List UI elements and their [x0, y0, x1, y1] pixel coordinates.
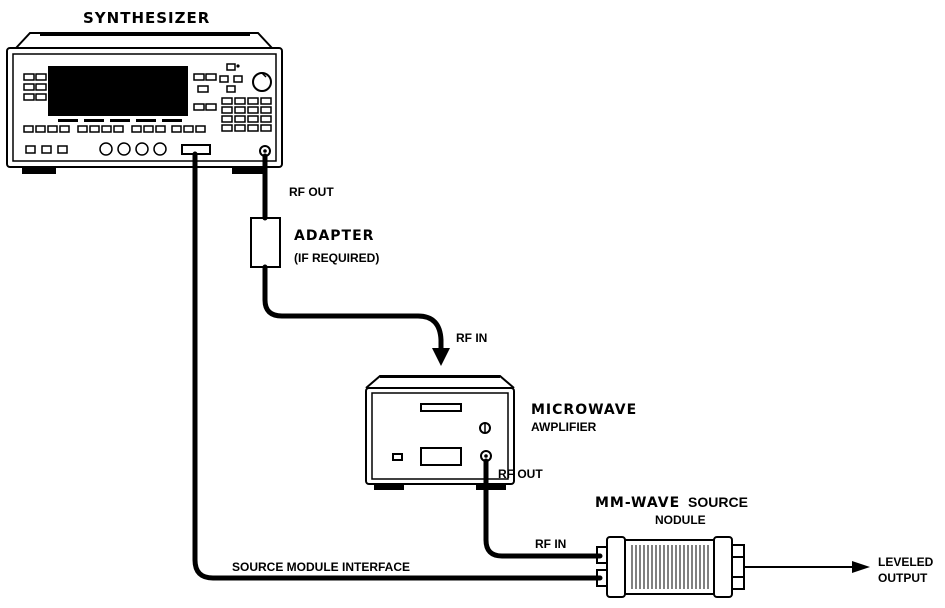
microwave-amplifier: MICROWAVE AWPLIFIER: [365, 375, 637, 490]
rf-in-arrowhead: [432, 348, 450, 366]
amplifier-adjust-knob: [479, 422, 491, 434]
rf-cable-adapter-to-amplifier: [262, 264, 444, 355]
amplifier-rf-out-pin: [484, 454, 488, 458]
amplifier-bezel: [371, 392, 509, 480]
adapter-note: (IF REQUIRED): [294, 251, 379, 265]
module-title-bold: MM-WAVE: [595, 495, 680, 511]
amplifier-display-slot: [420, 403, 462, 412]
synthesizer: SYNTHESIZER: [6, 9, 283, 174]
label-source-module-interface: SOURCE MODULE INTERFACE: [232, 560, 410, 574]
synthesizer-rf-out-pin: [263, 149, 267, 153]
mm-wave-source-module: MM-WAVE SOURCE NODULE: [595, 494, 748, 598]
synthesizer-foot-left: [22, 167, 56, 174]
amplifier-body: [365, 387, 515, 485]
module-title-line2: NODULE: [655, 513, 706, 527]
synthesizer-bottom-controls: [25, 142, 167, 156]
label-leveled-output-line1: LEVELED: [878, 555, 934, 569]
amplifier-title-line2: AWPLIFIER: [531, 420, 597, 434]
synthesizer-display: [48, 66, 188, 116]
adapter-body: [250, 217, 281, 268]
module-output-flange-top: [731, 544, 745, 558]
adapter: ADAPTER (IF REQUIRED): [250, 217, 379, 268]
synthesizer-softkeys: [58, 119, 182, 122]
module-title-line1: MM-WAVE SOURCE: [595, 494, 748, 511]
label-rf-in-amplifier: RF IN: [456, 331, 487, 345]
adapter-title: ADAPTER: [294, 228, 374, 244]
synthesizer-left-keys: [23, 73, 47, 101]
source-module-interface-cable: [192, 151, 603, 581]
synthesizer-arrow-keys: [219, 63, 243, 93]
leveled-output-arrowhead: [852, 561, 870, 573]
label-rf-in-module: RF IN: [535, 537, 566, 551]
label-rf-out-amplifier: RF OUT: [498, 467, 543, 481]
module-output-flange-bottom: [731, 576, 745, 590]
amplifier-meter: [420, 447, 462, 466]
amplifier-handle: [380, 375, 500, 378]
amplifier-foot-right: [476, 484, 506, 490]
synthesizer-knob-marker: [261, 72, 267, 78]
synthesizer-lower-keys: [23, 125, 206, 133]
amplifier-foot-left: [374, 484, 404, 490]
amplifier-title-line1: MICROWAVE: [531, 402, 637, 418]
synthesizer-keypad: [221, 97, 272, 132]
synthesizer-title: SYNTHESIZER: [83, 9, 210, 27]
module-heatsink: [624, 539, 715, 595]
synthesizer-indicator: [236, 64, 240, 68]
module-right-cap: [713, 536, 733, 598]
module-title-rest: SOURCE: [688, 494, 748, 510]
synthesizer-function-keys: [193, 73, 217, 111]
synthesizer-knob: [252, 72, 272, 92]
module-left-cap: [606, 536, 626, 598]
module-output-port: [731, 556, 745, 578]
rf-cable-amplifier-to-module: [483, 458, 603, 559]
synthesizer-handle: [40, 32, 250, 36]
amplifier-power-switch: [392, 453, 403, 461]
synthesizer-foot-right: [232, 167, 266, 174]
synthesizer-body: [6, 47, 283, 168]
label-leveled-output-line2: OUTPUT: [878, 571, 928, 585]
label-rf-out-synth: RF OUT: [289, 185, 334, 199]
synthesizer-bezel: [12, 53, 277, 162]
module-heatsink-fins: [631, 545, 709, 589]
